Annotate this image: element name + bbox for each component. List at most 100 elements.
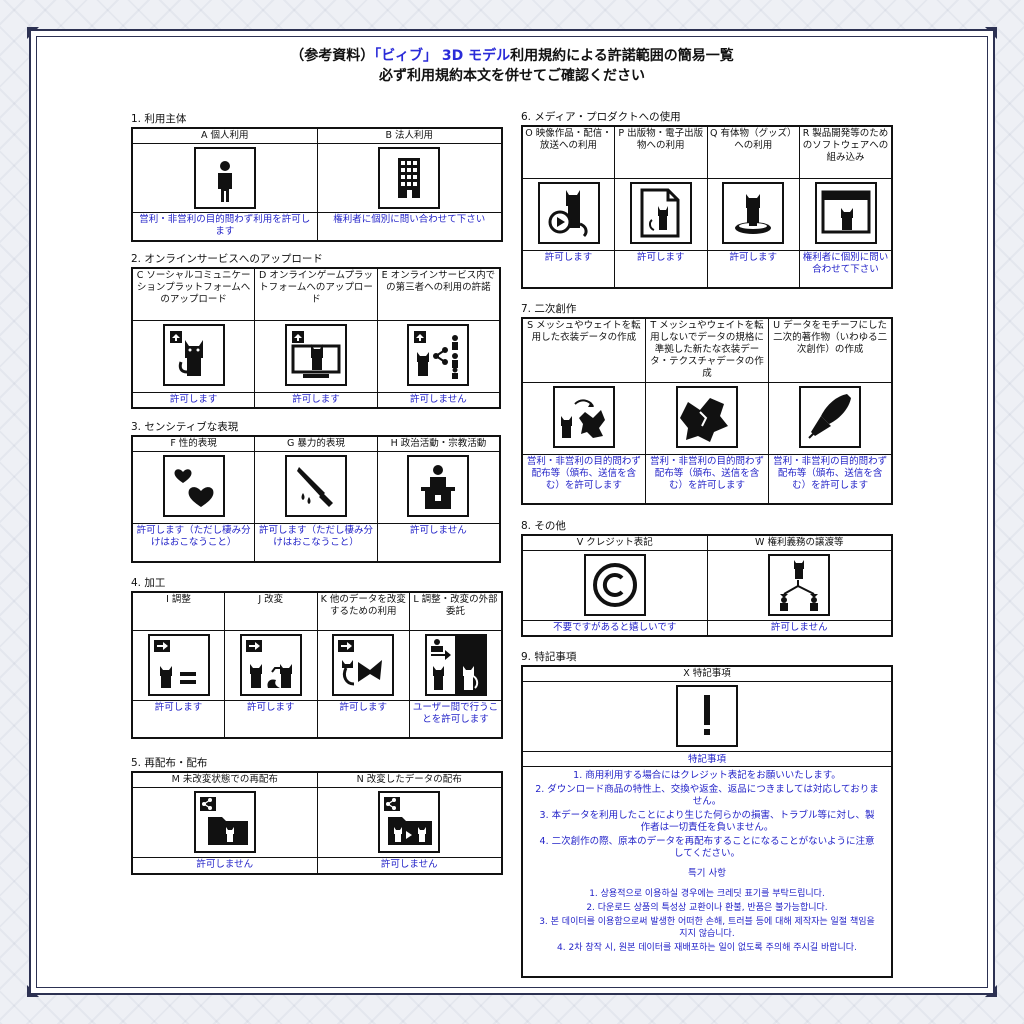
item-answer: 許可します（ただし棲み分けはおこなうこと）	[254, 523, 378, 562]
section-heading: 9. 特記事項	[521, 651, 577, 663]
section-heading: 5. 再配布・配布	[131, 757, 208, 769]
item-answer: 許可します	[706, 249, 800, 289]
document-icon	[629, 181, 692, 244]
section-heading: 8. その他	[521, 520, 566, 532]
note-item: 3. 본 데이터를 이용함으로써 발생한 어떠한 손해, 트러블 등에 대해 제…	[539, 917, 875, 939]
note-item: 1. 상용적으로 이용하실 경우에는 크레딧 표기를 부탁드립니다.	[589, 889, 825, 899]
notes-subheading: 특기 사항	[688, 868, 726, 879]
item-label: P 出版物・電子出版物への利用	[614, 125, 708, 179]
item-label: I 調整	[131, 591, 225, 631]
cloth-transfer-icon	[552, 385, 615, 448]
corner-ornament-icon	[985, 985, 997, 997]
bowtie-icon	[332, 633, 395, 696]
item-label: L 調整・改変の外部委託	[409, 591, 503, 631]
inner-border	[36, 36, 988, 988]
item-label: V クレジット表記	[521, 534, 708, 551]
item-label: S メッシュやウェイトを転用した衣装データの作成	[521, 317, 646, 383]
section-heading: 3. センシティブな表現	[131, 421, 239, 433]
section-processing: 4. 加工 I 調整 J 改変 K 他のデータを改変するための利用 L 調整・改…	[131, 576, 503, 739]
item-answer: 不要ですがあると嬉しいです	[521, 620, 708, 637]
window-icon	[814, 181, 877, 244]
section-other: 8. その他 V クレジット表記 W 権利義務の譲渡等 不要ですがあると嬉しいで…	[521, 519, 893, 637]
note-item: 3. 本データを利用したことにより生じた何らかの損害、トラブル等に対し、製作者は…	[539, 810, 875, 833]
figure-stand-icon	[722, 181, 785, 244]
modify-icon	[239, 633, 302, 696]
item-label: N 改変したデータの配布	[316, 771, 503, 788]
redistribute-folder-icon	[193, 791, 256, 853]
transfer-icon	[768, 554, 831, 616]
item-answer: 特記事項	[521, 751, 893, 767]
item-answer: 権利者に個別に問い合わせて下さい	[316, 212, 503, 241]
item-label: O 映像作品・配信・放送への利用	[521, 125, 615, 179]
item-answer: 許可しません	[131, 857, 318, 874]
note-item: 1. 商用利用する場合にはクレジット表記をお願いいたします。	[573, 770, 841, 781]
notes-list-ko: 1. 상용적으로 이용하실 경우에는 크레딧 표기를 부탁드립니다. 2. 다운…	[535, 888, 879, 954]
item-answer: 許可します	[224, 699, 318, 739]
knife-icon	[284, 455, 347, 517]
item-answer: 許可します	[316, 699, 410, 739]
pen-nib-icon	[799, 385, 862, 448]
section-special-notes: 9. 特記事項 X 特記事項 特記事項 1. 商用利用する場合にはクレジット表記…	[521, 650, 893, 978]
item-label: A 個人利用	[131, 127, 318, 144]
title-line-2: 必ず利用規約本文を併せてご確認ください	[379, 68, 645, 84]
item-label: J 改変	[224, 591, 318, 631]
item-answer: 営利・非営利の目的問わず配布等（頒布、送信を含む）を許可します	[768, 453, 893, 505]
item-answer: 許可しません	[376, 391, 501, 408]
section-derivative: 7. 二次創作 S メッシュやウェイトを転用した衣装データの作成 T メッシュや…	[521, 302, 893, 505]
item-answer: 営利・非営利の目的問わず配布等（頒布、送信を含む）を許可します	[644, 453, 770, 505]
item-answer: 許可します	[521, 249, 615, 289]
corner-ornament-icon	[27, 27, 39, 39]
item-label: D オンラインゲームプラットフォームへのアップロード	[254, 267, 378, 321]
section-heading: 2. オンラインサービスへのアップロード	[131, 253, 323, 265]
item-answer: 営利・非営利の目的問わず配布等（頒布、送信を含む）を許可します	[521, 453, 646, 505]
note-item: 2. ダウンロード商品の特性上、交換や返金、返品につきましては対応しておりません…	[535, 784, 879, 807]
section-online-upload: 2. オンラインサービスへのアップロード C ソーシャルコミュニケーションプラッ…	[131, 252, 501, 409]
podium-icon	[407, 455, 470, 517]
item-answer: 権利者に個別に問い合わせて下さい	[799, 249, 893, 289]
item-label: W 権利義務の譲渡等	[706, 534, 893, 551]
distribute-modified-icon	[378, 791, 441, 853]
item-label: F 性的表現	[131, 435, 256, 452]
upload-social-icon	[162, 323, 225, 386]
corner-ornament-icon	[985, 27, 997, 39]
corner-ornament-icon	[27, 985, 39, 997]
section-heading: 1. 利用主体	[131, 113, 187, 125]
page-title: （参考資料）「ビィブ」 3D モデル利用規約による許諾範囲の簡易一覧 必ず利用規…	[29, 46, 995, 86]
copyright-icon	[583, 554, 646, 616]
adjust-icon	[147, 633, 210, 696]
title-line-1: （参考資料）「ビィブ」 3D モデル利用規約による許諾範囲の簡易一覧	[290, 48, 734, 64]
section-heading: 4. 加工	[131, 577, 166, 589]
item-answer: 営利・非営利の目的問わず利用を許可します	[131, 212, 318, 241]
exclamation-icon	[676, 685, 738, 747]
section-redistribution: 5. 再配布・配布 M 未改変状態での再配布 N 改変したデータの配布 許可しま…	[131, 756, 503, 875]
section-media-products: 6. メディア・プロダクトへの使用 O 映像作品・配信・放送への利用 P 出版物…	[521, 110, 893, 289]
item-answer: 許可しません	[376, 523, 501, 562]
section-heading: 6. メディア・プロダクトへの使用	[521, 111, 681, 123]
section-sensitive: 3. センシティブな表現 F 性的表現 G 暴力的表現 H 政治活動・宗教活動 …	[131, 420, 501, 563]
outsource-icon	[424, 633, 487, 696]
item-label: G 暴力的表現	[254, 435, 378, 452]
video-icon	[537, 181, 600, 244]
section-usage-subject: 1. 利用主体 A 個人利用 B 法人利用 営利・非営利の目的問わず利用を許可し…	[131, 112, 503, 242]
person-icon	[193, 147, 256, 209]
item-label: Q 有体物（グッズ）への利用	[706, 125, 800, 179]
item-answer: 許可します（ただし棲み分けはおこなうこと）	[131, 523, 256, 562]
item-label: C ソーシャルコミュニケーションプラットフォームへのアップロード	[131, 267, 256, 321]
item-label: E オンラインサービス内での第三者への利用の許諾	[376, 267, 501, 321]
item-answer: 許可します	[254, 391, 378, 408]
notes-list-ja: 1. 商用利用する場合にはクレジット表記をお願いいたします。 2. ダウンロード…	[535, 770, 879, 860]
item-label: U データをモチーフにした二次的著作物（いわゆる二次創作）の作成	[768, 317, 893, 383]
item-answer: ユーザー間で行うことを許可します	[409, 699, 503, 739]
share-users-icon	[407, 323, 470, 386]
upload-game-icon	[284, 323, 347, 386]
item-label: R 製品開発等のためのソフトウェアへの組み込み	[799, 125, 893, 179]
item-answer: 許可しません	[706, 620, 893, 637]
item-label: K 他のデータを改変するための利用	[316, 591, 410, 631]
item-label: T メッシュやウェイトを転用しないでデータの規格に準拠した新たな衣装データ・テク…	[644, 317, 770, 383]
item-answer: 許可しません	[316, 857, 503, 874]
building-icon	[378, 147, 441, 209]
item-label: X 特記事項	[521, 665, 893, 682]
section-heading: 7. 二次創作	[521, 303, 577, 315]
item-label: H 政治活動・宗教活動	[376, 435, 501, 452]
hearts-icon	[162, 455, 225, 517]
